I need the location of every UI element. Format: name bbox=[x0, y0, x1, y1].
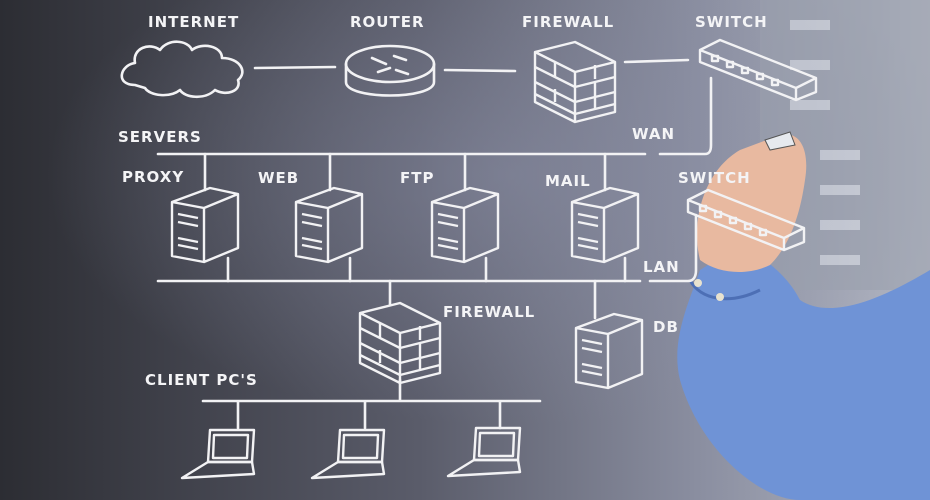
wan-bus bbox=[156, 76, 713, 156]
server-label-web: WEB bbox=[258, 169, 299, 187]
cuff-button bbox=[694, 279, 702, 287]
wan-label: WAN bbox=[632, 125, 675, 143]
db-label: DB bbox=[653, 318, 679, 336]
switch-label: SWITCH bbox=[695, 13, 768, 31]
server-label-proxy: PROXY bbox=[122, 168, 184, 186]
client-bus bbox=[201, 378, 542, 430]
firewall-label: FIREWALL bbox=[522, 13, 614, 31]
switch2-label: SWITCH bbox=[678, 169, 751, 187]
firewall2-label: FIREWALL bbox=[443, 303, 535, 321]
link-firewall-switch bbox=[623, 58, 690, 64]
cuff-button bbox=[716, 293, 724, 301]
internet-label: INTERNET bbox=[148, 13, 239, 31]
hand-with-marker bbox=[677, 131, 930, 500]
link-router-firewall bbox=[443, 68, 517, 73]
router-icon bbox=[344, 44, 436, 97]
clients-label: CLIENT PC'S bbox=[145, 371, 258, 389]
link-internet-router bbox=[253, 65, 337, 70]
lan-drops bbox=[226, 256, 627, 283]
lan-label: LAN bbox=[643, 258, 680, 276]
server-label-mail: MAIL bbox=[545, 172, 591, 190]
server-label-ftp: FTP bbox=[400, 169, 434, 187]
internet-cloud-icon bbox=[120, 40, 244, 99]
router-label: ROUTER bbox=[350, 13, 425, 31]
lan-lower-drops bbox=[388, 279, 597, 320]
servers-label: SERVERS bbox=[118, 128, 202, 146]
lan-bus bbox=[156, 213, 698, 283]
wan-drops bbox=[203, 152, 607, 192]
